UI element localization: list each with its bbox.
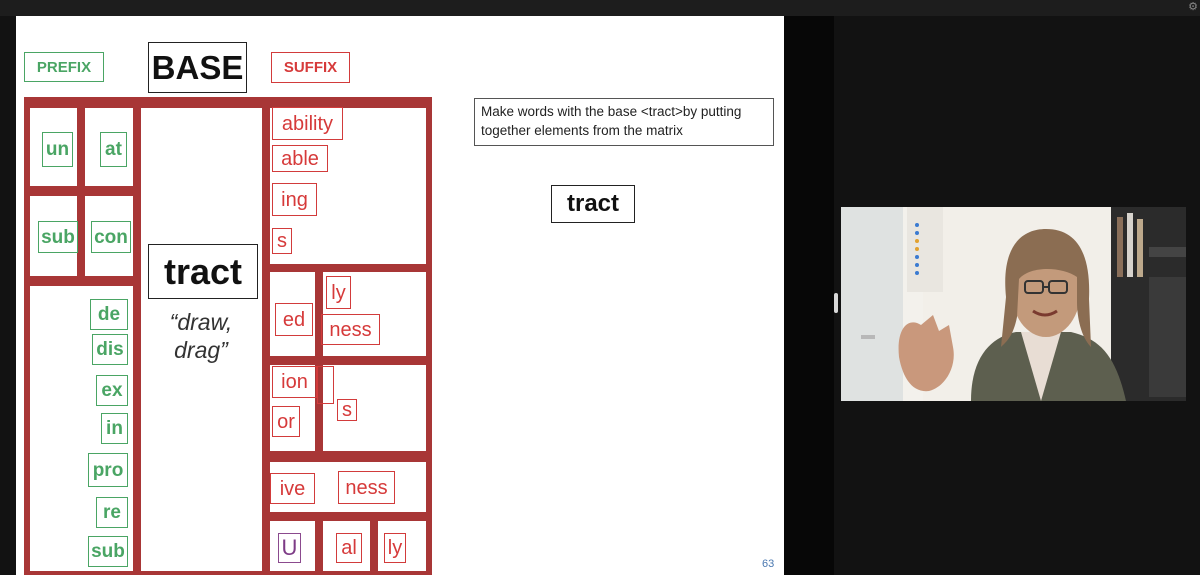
suffix-tile[interactable]: ly [326,276,351,309]
person-video-icon [841,207,1186,401]
suffix-tile[interactable]: al [336,533,362,563]
gear-icon[interactable]: ⚙ [1188,1,1198,13]
prefix-tile[interactable]: pro [88,453,128,487]
prefix-tile[interactable]: un [42,132,73,167]
slide-side-strip [784,16,834,575]
meaning-line: “draw, [169,309,233,335]
page-number: 63 [762,558,775,570]
suffix-cell [317,359,432,457]
suffix-tile[interactable]: s [272,228,292,254]
top-bar: ⚙ [0,0,1200,16]
shared-slide: PREFIX BASE SUFFIX un at sub con de dis … [16,16,784,575]
base-word[interactable]: tract [148,244,258,299]
prefix-header: PREFIX [24,52,104,82]
suffix-tile[interactable]: ness [338,471,395,504]
suffix-tile[interactable]: ness [321,314,380,345]
suffix-tile[interactable]: ly [384,533,406,563]
suffix-bracket [317,366,334,404]
base-meaning: “draw, drag” [146,308,256,364]
suffix-header: SUFFIX [271,52,350,83]
suffix-cell [372,515,432,575]
prefix-tile[interactable]: sub [88,536,128,567]
prefix-tile[interactable]: dis [92,334,128,365]
prefix-tile[interactable]: con [91,221,131,253]
panel-resize-handle[interactable] [834,293,838,313]
answer-word[interactable]: tract [551,185,635,223]
meaning-line: drag” [174,337,228,363]
suffix-tile[interactable]: able [272,145,328,172]
suffix-tile[interactable]: or [272,406,300,437]
instruction-box: Make words with the base <tract>by putti… [474,98,774,146]
suffix-tile[interactable]: ing [272,183,317,216]
prefix-tile[interactable]: sub [38,221,78,253]
prefix-tile[interactable]: re [96,497,128,528]
suffix-tile[interactable]: ion [272,366,317,398]
prefix-tile[interactable]: in [101,413,128,444]
suffix-tile[interactable]: ed [275,303,313,336]
vowel-suffix-tile[interactable]: U [278,533,301,563]
participant-video[interactable] [841,207,1186,401]
suffix-tile[interactable]: ability [272,107,343,140]
prefix-tile[interactable]: ex [96,375,128,406]
suffix-tile[interactable]: ive [270,473,315,504]
suffix-tile[interactable]: s [337,399,357,421]
base-header: BASE [148,42,247,93]
prefix-tile[interactable]: de [90,299,128,330]
prefix-tile[interactable]: at [100,132,127,167]
